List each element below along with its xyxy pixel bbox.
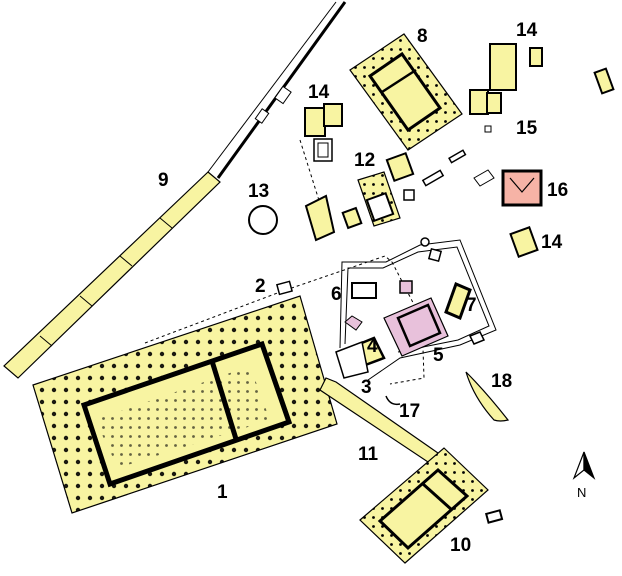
label-6: 6	[331, 284, 342, 305]
label-14-left: 14	[308, 82, 330, 103]
label-15: 15	[516, 118, 538, 139]
label-16: 16	[547, 180, 568, 201]
label-7: 7	[466, 295, 477, 316]
label-14-right: 14	[541, 232, 563, 253]
label-18: 18	[491, 371, 512, 392]
north-label: N	[577, 485, 586, 500]
label-2: 2	[255, 276, 266, 297]
label-8: 8	[417, 26, 428, 47]
apse-17	[385, 395, 401, 406]
building-3	[335, 340, 369, 379]
long-stoa-9	[3, 1, 347, 379]
temple-8	[349, 33, 463, 151]
building-6	[351, 282, 377, 299]
label-4: 4	[367, 336, 378, 357]
label-1: 1	[217, 482, 228, 503]
central-sanctuary	[335, 237, 497, 381]
building-16	[501, 169, 543, 207]
monument-18	[465, 371, 510, 422]
label-14-top: 14	[516, 20, 538, 41]
remains-15	[421, 125, 495, 187]
label-13: 13	[248, 181, 269, 202]
label-12: 12	[354, 150, 375, 171]
stoa-11	[319, 377, 449, 471]
label-11: 11	[358, 444, 379, 465]
treasuries-14	[304, 43, 615, 258]
tholos-13	[248, 205, 278, 235]
label-5: 5	[433, 345, 444, 366]
label-10: 10	[450, 535, 471, 556]
label-3: 3	[361, 377, 372, 398]
north-arrow-icon: N	[572, 451, 596, 500]
building-7	[444, 281, 472, 321]
building-12	[357, 151, 415, 227]
label-9: 9	[158, 170, 169, 191]
gateway-2	[275, 280, 293, 296]
label-17: 17	[399, 401, 420, 422]
great-temple-1	[32, 295, 338, 514]
temple-10	[359, 447, 504, 564]
